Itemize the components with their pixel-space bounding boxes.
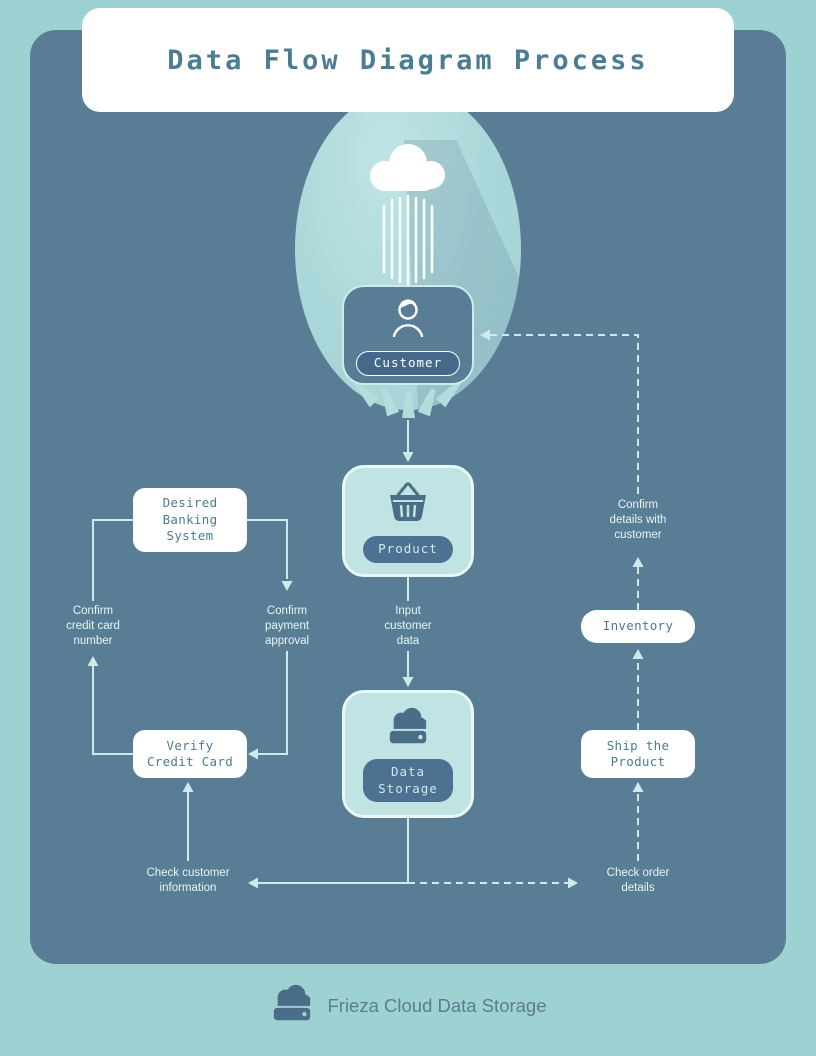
edge-label-confirm-details-with-customer: Confirm details with customer [609,499,667,541]
footer-brand: Frieza Cloud Data Storage [0,978,816,1034]
node-verify-credit-card: Verify Credit Card [133,730,247,778]
node-inventory: Inventory [581,610,695,643]
data-storage-label: Data Storage [363,759,453,802]
edge-label-check-order-details: Check order details [606,867,670,894]
edge-label-confirm-payment-approval: Confirm payment approval [264,605,310,647]
node-product: Product [342,465,474,577]
node-desired-banking-system: Desired Banking System [133,488,247,552]
edge-label-input-customer-data: Input customer data [384,605,432,647]
brand-name: Frieza Cloud Data Storage [327,995,547,1016]
product-label: Product [363,536,453,563]
edge-label-check-customer-information: Check customer information [146,867,230,894]
node-customer: Customer [342,285,474,385]
node-ship-the-product: Ship the Product [581,730,695,778]
page-title: Data Flow Diagram Process [167,44,649,76]
person-icon [381,294,435,345]
cloud-storage-icon [385,706,431,753]
basket-icon [381,479,435,530]
customer-label: Customer [355,350,461,377]
ray-decoration [402,391,415,418]
brand-logo-icon [269,983,315,1030]
rain-cloud-icon [355,136,461,199]
edge-label-confirm-credit-card-number: Confirm credit card number [66,605,120,647]
title-card: Data Flow Diagram Process [82,8,734,112]
node-data-storage: Data Storage [342,690,474,818]
